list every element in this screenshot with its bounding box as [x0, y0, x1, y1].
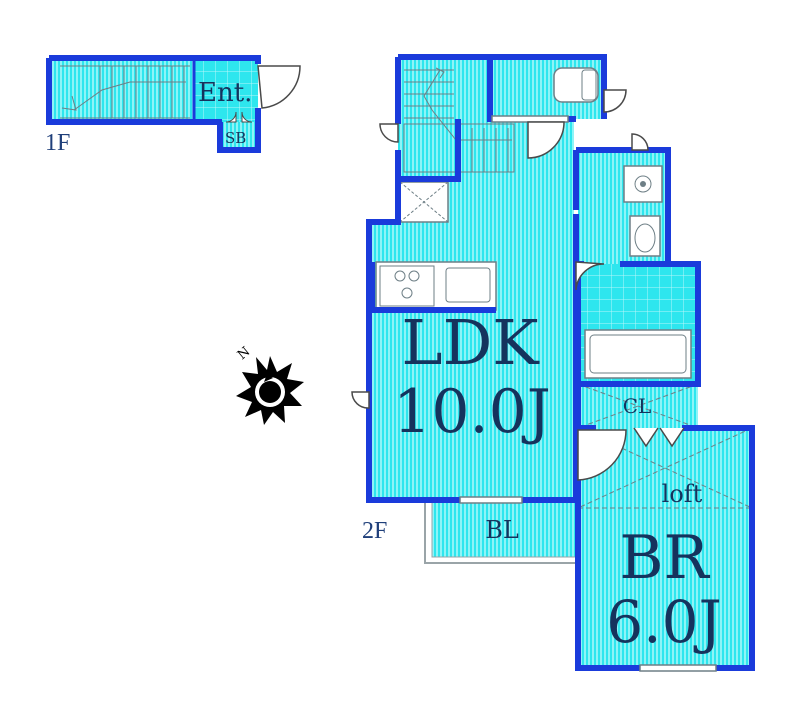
- wash-basin-icon: [629, 215, 661, 257]
- bathtub-icon: [584, 329, 692, 379]
- loft-outline: [577, 427, 753, 509]
- ldk-side-opening-icon: [351, 391, 370, 409]
- entrance-label: Ent.: [198, 78, 252, 108]
- shoe-box-area: [220, 122, 258, 150]
- closet-door-icon: [633, 427, 685, 448]
- bedroom-name-label: BR: [619, 523, 710, 593]
- entrance-door-icon: [257, 65, 301, 109]
- compass-north-label: N: [235, 344, 253, 363]
- first-floor-stairs: [49, 58, 194, 122]
- stair-door-icon: [379, 123, 399, 143]
- washing-machine-icon: [623, 165, 663, 203]
- doors: [351, 89, 685, 481]
- shoe-box-label: SB: [225, 129, 246, 147]
- ldk-name-label: LDK: [401, 306, 540, 379]
- entrance-floor: [194, 58, 258, 122]
- balcony-label: BL: [485, 516, 519, 544]
- second-floor: LDK 10.0J BL CL loft BR 6.0J 2F: [351, 54, 755, 672]
- toilet-door-icon: [603, 89, 627, 113]
- washroom-door-icon: [575, 261, 605, 291]
- toilet-icon: [553, 67, 599, 103]
- compass-icon: N: [235, 344, 304, 425]
- loft-label: loft: [662, 480, 703, 508]
- balcony-area: [432, 500, 575, 557]
- closet-label: CL: [623, 394, 652, 418]
- first-floor: Ent. SB 1F: [45, 55, 301, 156]
- bedroom-door-icon: [577, 429, 627, 481]
- shoe-box-door-icon: [225, 111, 253, 123]
- washroom-top-door-icon: [631, 133, 649, 151]
- ldk-size-label: 10.0J: [393, 377, 551, 447]
- bedroom-size-label: 6.0J: [606, 588, 722, 656]
- first-floor-walls: [46, 55, 261, 153]
- ldk-door-icon: [527, 121, 565, 159]
- stair-treads-1f: [60, 65, 190, 119]
- windows: [459, 115, 717, 672]
- floor-label-2f: 2F: [362, 518, 387, 544]
- floor-label-1f: 1F: [45, 130, 70, 156]
